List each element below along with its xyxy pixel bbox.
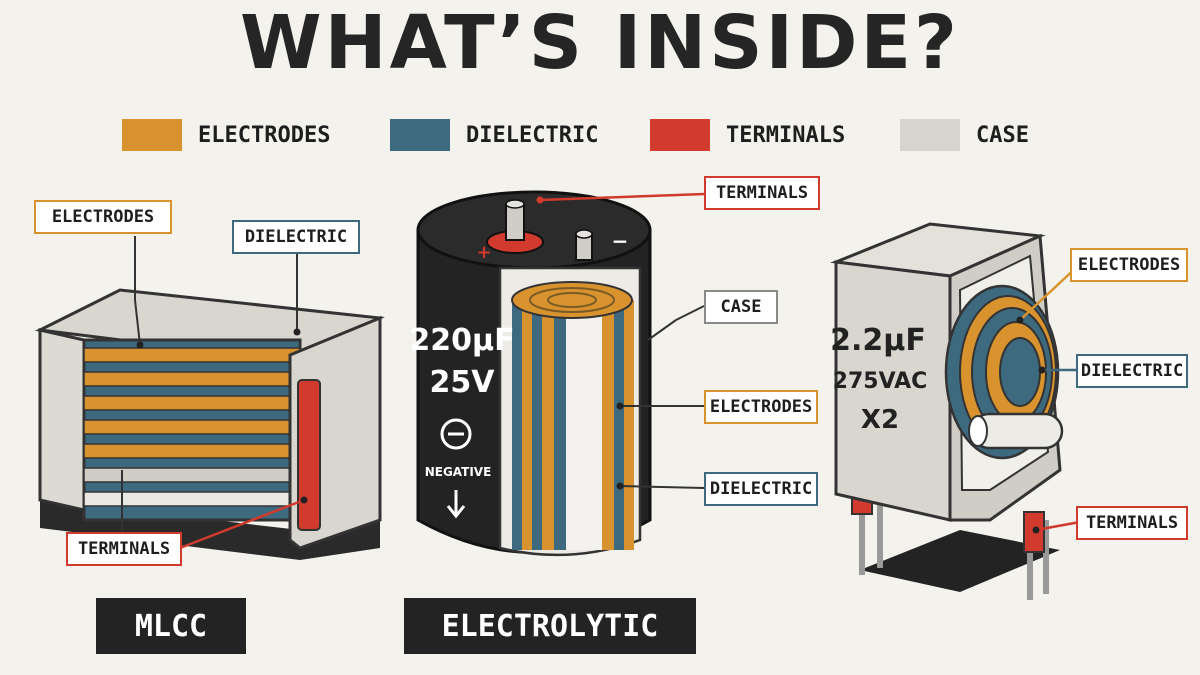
legend-swatch-case — [900, 119, 960, 151]
legend-label: DIELECTRIC — [466, 122, 599, 148]
electrolytic-callout-dielectric: DIELECTRIC — [704, 472, 818, 506]
legend-swatch-terminals — [650, 119, 710, 151]
film-callout-dielectric: DIELECTRIC — [1076, 354, 1188, 388]
mlcc-electrode-layers — [83, 347, 301, 507]
mlcc-left-cap — [38, 328, 86, 512]
electrolytic-callout-electrodes: ELECTRODES — [704, 390, 818, 424]
electrolytic-type-label: ELECTROLYTIC — [404, 598, 696, 654]
legend-swatch-electrodes — [122, 119, 182, 151]
mlcc-callout-dielectric: DIELECTRIC — [232, 220, 360, 254]
film-class-text: X2 — [861, 405, 899, 435]
film-illustration — [830, 222, 1081, 600]
minus-sign: − — [612, 229, 629, 253]
film-shadow — [860, 530, 1060, 592]
electrolytic-capacitance-text: 220µF — [409, 323, 514, 358]
film-callout-electrodes: ELECTRODES — [1070, 248, 1188, 282]
mlcc-callout-terminals: TERMINALS — [66, 532, 182, 566]
electrolytic-callout-case: CASE — [704, 290, 778, 324]
legend-label: TERMINALS — [726, 122, 846, 148]
electrolytic-polarity-text: NEGATIVE — [425, 465, 492, 479]
page-title: WHAT’S INSIDE? — [240, 0, 960, 86]
minus-circle-icon — [440, 418, 472, 450]
film-voltage-text: 275VAC — [833, 369, 928, 394]
legend-swatch-dielectric — [390, 119, 450, 151]
mlcc-illustration — [34, 236, 385, 560]
electrolytic-callout-terminals: TERMINALS — [704, 176, 820, 210]
plus-sign: + — [476, 242, 491, 263]
legend-label: CASE — [976, 122, 1029, 148]
legend-item-electrodes: ELECTRODES — [122, 118, 330, 152]
electrolytic-voltage-text: 25V — [430, 365, 496, 400]
legend-item-dielectric: DIELECTRIC — [390, 118, 598, 152]
film-capacitance-text: 2.2µF — [830, 323, 926, 358]
mlcc-terminal — [297, 379, 321, 531]
electrolytic-winding-layers — [512, 300, 634, 550]
mlcc-type-label: MLCC — [96, 598, 246, 654]
film-callout-terminals: TERMINALS — [1076, 506, 1188, 540]
legend-item-case: CASE — [900, 118, 1029, 152]
mlcc-callout-electrodes: ELECTRODES — [34, 200, 172, 234]
legend-label: ELECTRODES — [198, 122, 331, 148]
electrolytic-illustration — [416, 190, 706, 557]
legend-item-terminals: TERMINALS — [650, 118, 845, 152]
